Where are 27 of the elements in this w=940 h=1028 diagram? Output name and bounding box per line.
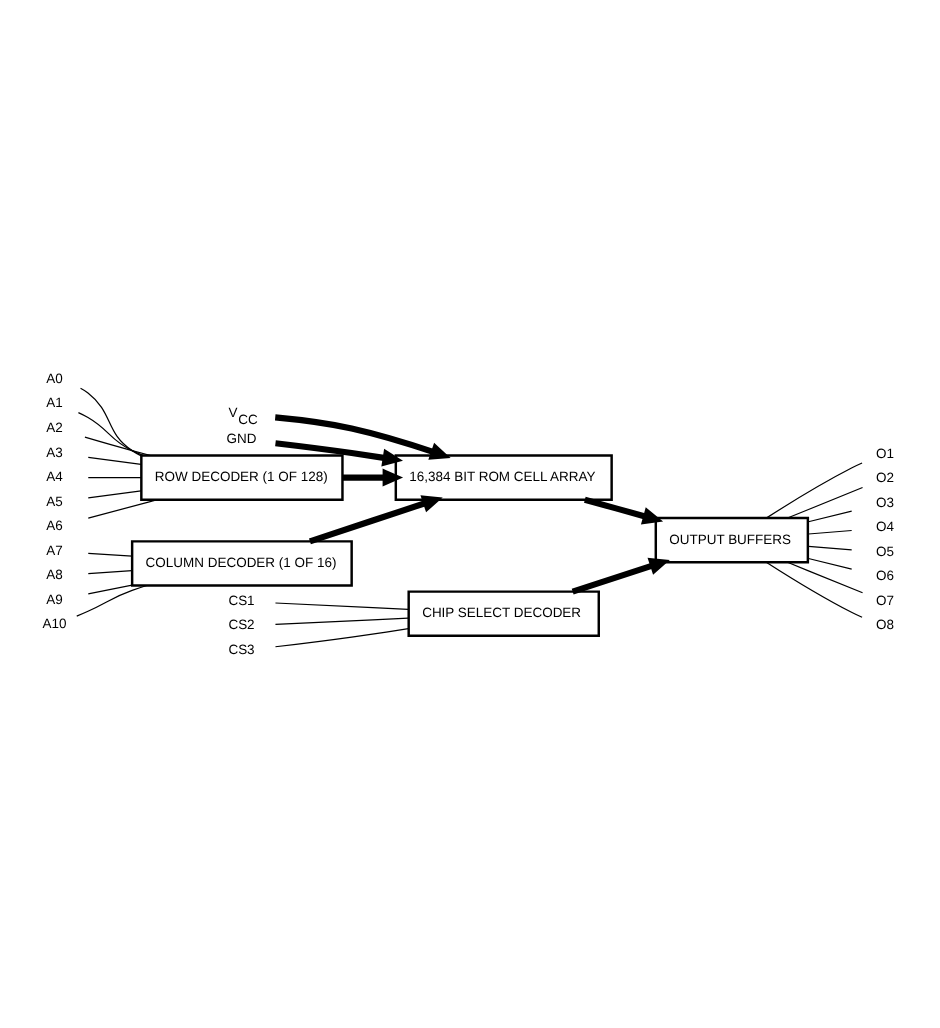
connector <box>87 583 133 594</box>
connector <box>76 583 148 616</box>
connector <box>807 509 853 522</box>
arrow <box>274 413 451 459</box>
connector <box>87 455 142 464</box>
connector <box>87 569 133 574</box>
connector <box>786 560 864 593</box>
arrow <box>571 556 670 594</box>
connector <box>87 476 142 478</box>
connector <box>87 489 142 498</box>
connector <box>766 560 863 617</box>
connector <box>87 551 133 556</box>
connector <box>77 411 144 455</box>
connector <box>766 461 863 518</box>
connector <box>274 601 409 609</box>
connector <box>807 528 853 534</box>
arrow <box>275 439 403 466</box>
connector <box>807 556 853 569</box>
connector <box>87 498 158 518</box>
arrow <box>342 467 404 486</box>
connector <box>807 544 853 550</box>
connector <box>84 435 152 456</box>
arrow <box>584 495 664 524</box>
connector <box>79 386 142 456</box>
connector <box>274 616 409 625</box>
connector <box>274 627 410 647</box>
connector <box>786 485 864 518</box>
